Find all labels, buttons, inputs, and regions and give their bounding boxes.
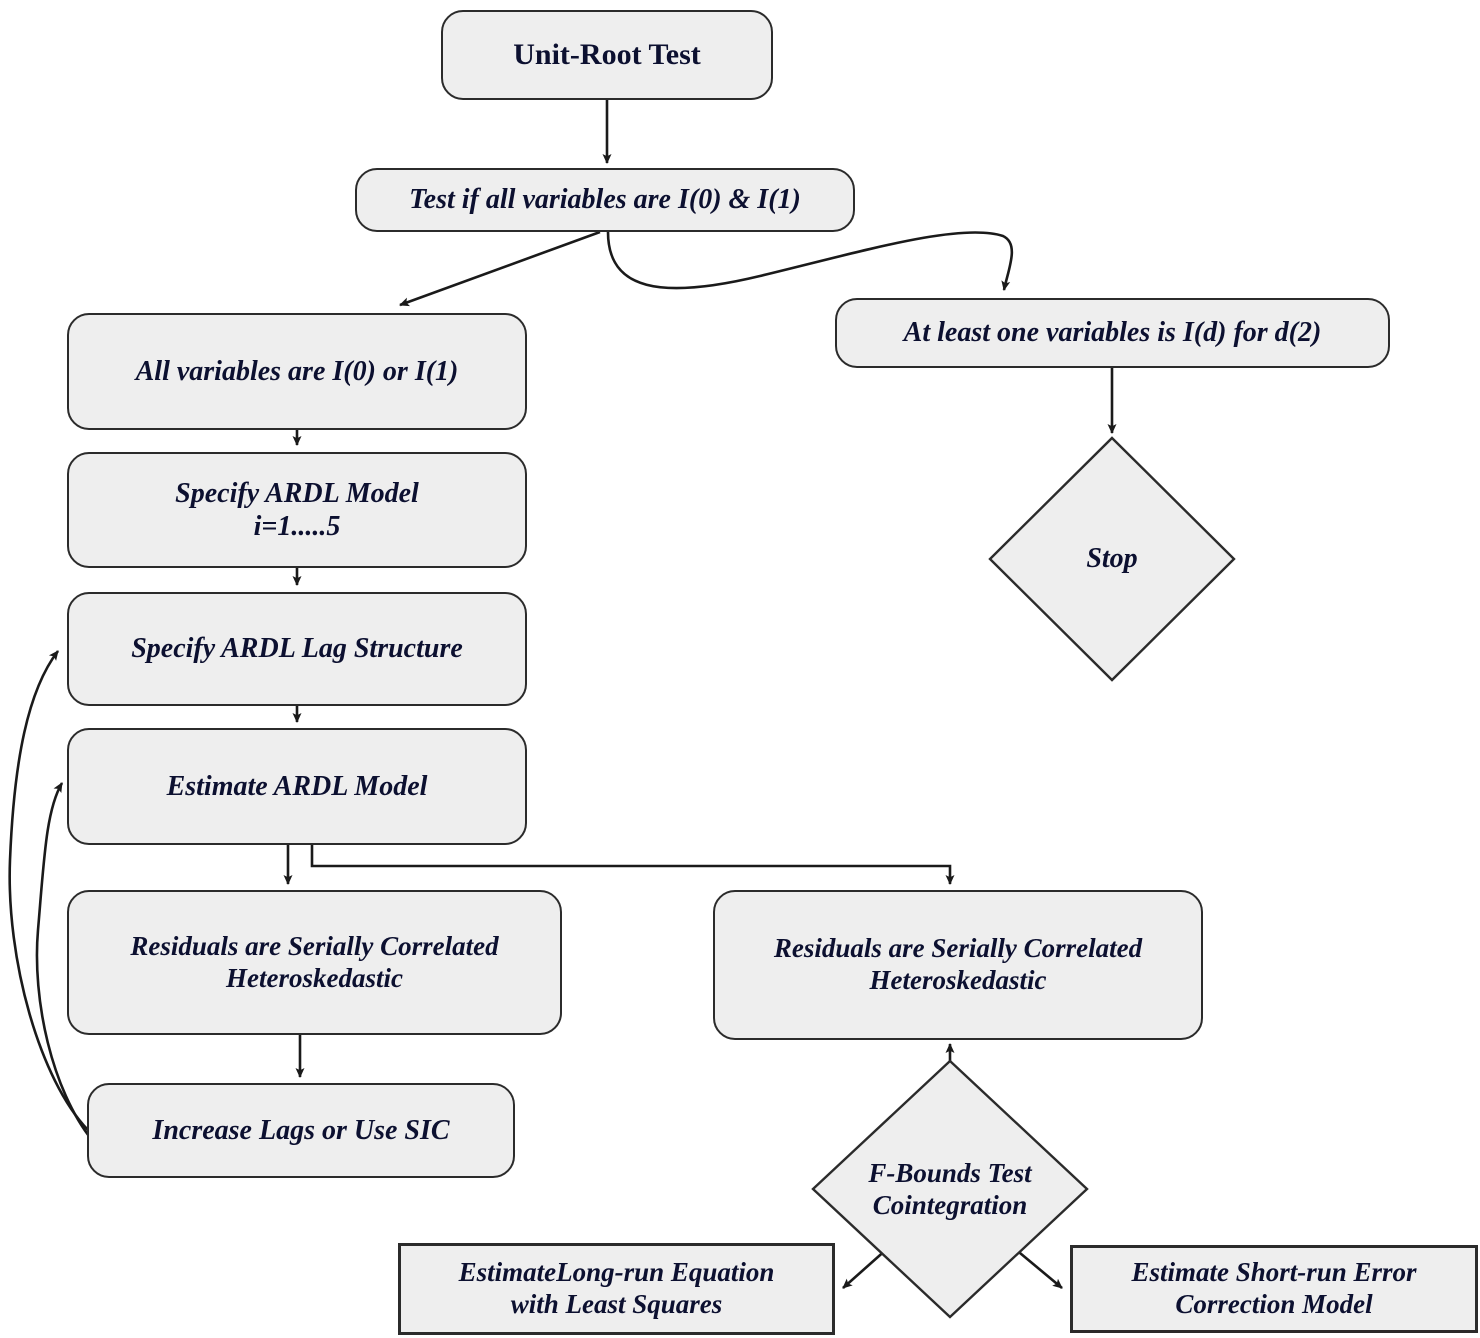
node-stop-label: Stop <box>1086 543 1138 575</box>
node-short-run-ecm-line1: Estimate Short-run Error <box>1131 1257 1417 1288</box>
node-stop[interactable]: Stop <box>987 435 1237 683</box>
node-long-run-equation-line2: with Least Squares <box>510 1289 723 1319</box>
node-specify-ardl-model-line2: i=1.....5 <box>253 511 341 542</box>
node-estimate-ardl-model-label: Estimate ARDL Model <box>166 770 428 802</box>
node-all-variables-label: All variables are I(0) or I(1) <box>135 355 459 387</box>
node-short-run-ecm-line2: Correction Model <box>1175 1289 1373 1319</box>
node-residuals-right-text: Residuals are Serially Correlated Hetero… <box>764 933 1152 997</box>
node-test-if-all-variables[interactable]: Test if all variables are I(0) & I(1) <box>355 168 855 232</box>
node-f-bounds-test-label: F-Bounds Test Cointegration <box>810 1058 1090 1320</box>
node-residuals-left-line1: Residuals are Serially Correlated <box>130 930 499 961</box>
node-specify-ardl-lag-structure[interactable]: Specify ARDL Lag Structure <box>67 592 527 706</box>
node-specify-ardl-lag-structure-label: Specify ARDL Lag Structure <box>131 633 463 665</box>
node-f-bounds-test-line1: F-Bounds Test <box>868 1157 1032 1188</box>
edge-increaselags-to-lag <box>8 650 89 1131</box>
node-short-run-ecm[interactable]: Estimate Short-run Error Correction Mode… <box>1070 1245 1478 1333</box>
node-specify-ardl-model-line1: Specify ARDL Model <box>175 477 419 509</box>
node-residuals-right[interactable]: Residuals are Serially Correlated Hetero… <box>713 890 1203 1040</box>
node-residuals-left-line2: Heteroskedastic <box>226 962 403 993</box>
node-long-run-equation-text: EstimateLong-run Equation with Least Squ… <box>449 1257 785 1321</box>
stop-diamond-shape <box>988 436 1236 682</box>
node-specify-ardl-model-text: Specify ARDL Model i=1.....5 <box>165 477 429 543</box>
edge-test-to-allvars <box>399 230 601 307</box>
node-short-run-ecm-text: Estimate Short-run Error Correction Mode… <box>1121 1257 1426 1321</box>
node-residuals-right-line1: Residuals are Serially Correlated <box>773 933 1143 964</box>
node-residuals-left[interactable]: Residuals are Serially Correlated Hetero… <box>67 890 562 1035</box>
node-f-bounds-test[interactable]: F-Bounds Test Cointegration <box>810 1058 1090 1320</box>
node-at-least-one-variable[interactable]: At least one variables is I(d) for d(2) <box>835 298 1390 368</box>
node-f-bounds-test-line2: Cointegration <box>872 1190 1028 1220</box>
node-increase-lags-label: Increase Lags or Use SIC <box>152 1114 450 1146</box>
node-all-variables[interactable]: All variables are I(0) or I(1) <box>67 313 527 430</box>
node-test-if-all-variables-label: Test if all variables are I(0) & I(1) <box>409 184 801 216</box>
edge-estimate-to-residualsright <box>310 845 955 885</box>
node-estimate-ardl-model[interactable]: Estimate ARDL Model <box>67 728 527 845</box>
node-increase-lags[interactable]: Increase Lags or Use SIC <box>87 1083 515 1178</box>
node-unit-root-test[interactable]: Unit-Root Test <box>441 10 773 100</box>
node-long-run-equation-line1: EstimateLong-run Equation <box>458 1257 775 1288</box>
node-at-least-one-variable-label: At least one variables is I(d) for d(2) <box>903 317 1322 349</box>
node-residuals-left-text: Residuals are Serially Correlated Hetero… <box>120 931 508 995</box>
node-unit-root-test-label: Unit-Root Test <box>513 38 701 72</box>
edge-test-to-atleastone <box>606 231 1014 291</box>
node-specify-ardl-model[interactable]: Specify ARDL Model i=1.....5 <box>67 452 527 568</box>
node-residuals-right-line2: Heteroskedastic <box>869 965 1047 995</box>
node-long-run-equation[interactable]: EstimateLong-run Equation with Least Squ… <box>398 1243 835 1335</box>
